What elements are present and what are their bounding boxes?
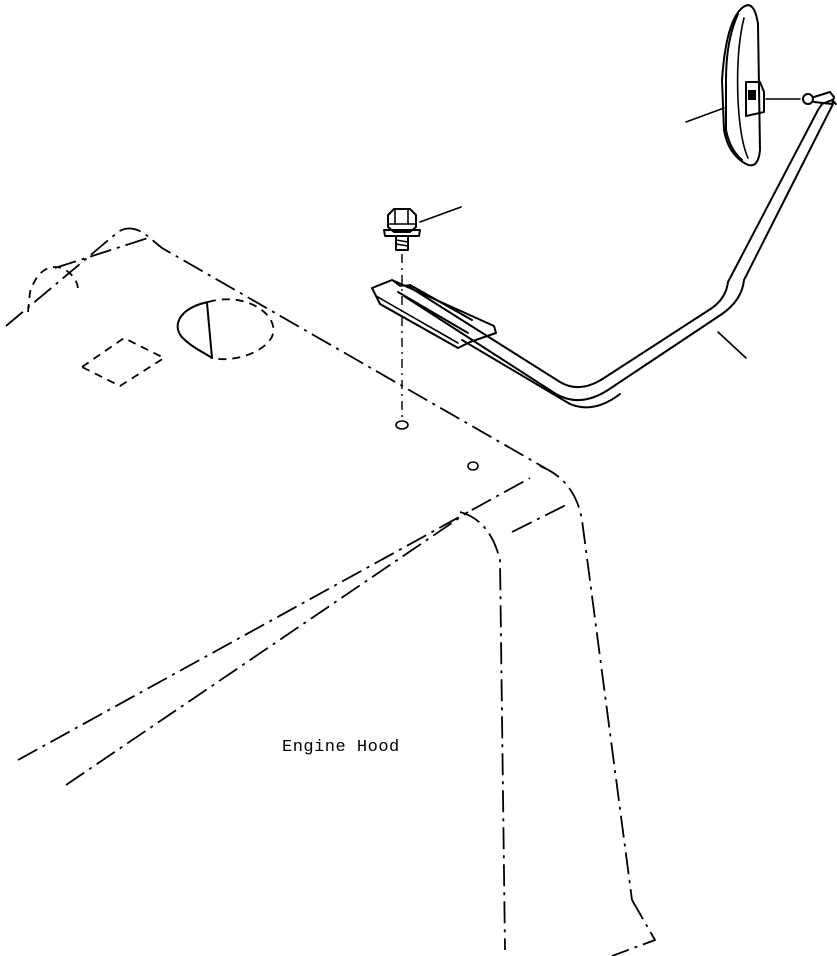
hood-round-opening-seam — [206, 302, 213, 359]
hood-top-back-edge — [5, 227, 546, 469]
mounting-bolt — [383, 206, 462, 251]
mirror-back — [721, 4, 761, 167]
bracket-arm-inner2 — [407, 109, 819, 389]
hood-right-edge — [611, 899, 657, 956]
mirror-leader-line — [685, 107, 725, 123]
engine-hood-outline — [5, 227, 657, 956]
mirror-glass-edge — [725, 13, 743, 161]
hood-top-front-edge — [17, 477, 531, 761]
arm-leader-line — [717, 331, 747, 359]
hood-hole — [467, 461, 479, 471]
bracket-arm-inner — [461, 339, 571, 405]
hood-mount-hole — [395, 420, 409, 430]
hood-rear-hump — [27, 266, 79, 313]
engine-hood-label: Engine Hood — [282, 738, 400, 757]
hood-front-corner — [539, 465, 633, 901]
mirror-bracket — [371, 99, 837, 409]
bracket-arm-outer — [403, 101, 835, 401]
rear-view-mirror — [685, 4, 835, 167]
hood-rear-hump-base — [54, 237, 149, 269]
hood-round-opening — [207, 298, 275, 361]
hood-round-opening-front — [176, 301, 213, 359]
bolt-leader-line — [419, 206, 462, 223]
hood-inner-top — [511, 504, 567, 533]
hood-access-panel — [80, 336, 166, 388]
mirror-mount-boss — [745, 81, 765, 117]
hood-lower-front-edge — [65, 511, 469, 786]
hood-inner-corner — [459, 511, 506, 951]
